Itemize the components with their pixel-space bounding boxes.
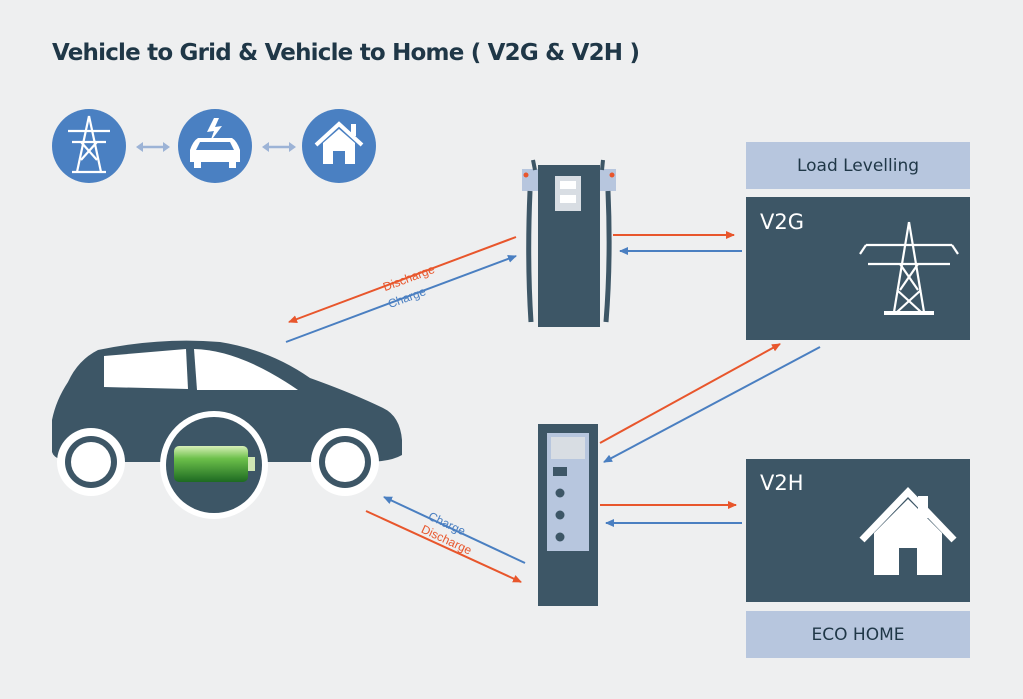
home-charger-icon — [538, 424, 598, 606]
discharge-arrow — [288, 236, 517, 323]
double-arrow-icon — [136, 142, 170, 152]
v2g-panel — [746, 197, 970, 340]
page-title: Vehicle to Grid & Vehicle to Home ( V2G … — [52, 40, 640, 66]
charge-arrow — [285, 255, 517, 343]
double-arrow-icon — [262, 142, 296, 152]
charge-arrow — [383, 496, 526, 564]
home-circle-icon — [302, 109, 376, 183]
discharge-arrow — [599, 343, 781, 444]
eco-home-band: ECO HOME — [746, 611, 970, 658]
ev-charger-icon — [522, 159, 616, 327]
v2h-label: V2H — [760, 471, 804, 495]
v2g-label: V2G — [760, 210, 804, 234]
load-levelling-band: Load Levelling — [746, 142, 970, 189]
grid-circle-icon — [52, 109, 126, 183]
battery-icon — [174, 446, 255, 482]
car-circle-icon — [178, 109, 252, 183]
car-icon — [52, 340, 402, 519]
discharge-arrow — [365, 510, 522, 583]
power-tower-icon — [859, 221, 959, 315]
charge-arrow — [603, 346, 821, 463]
house-icon — [859, 486, 957, 575]
